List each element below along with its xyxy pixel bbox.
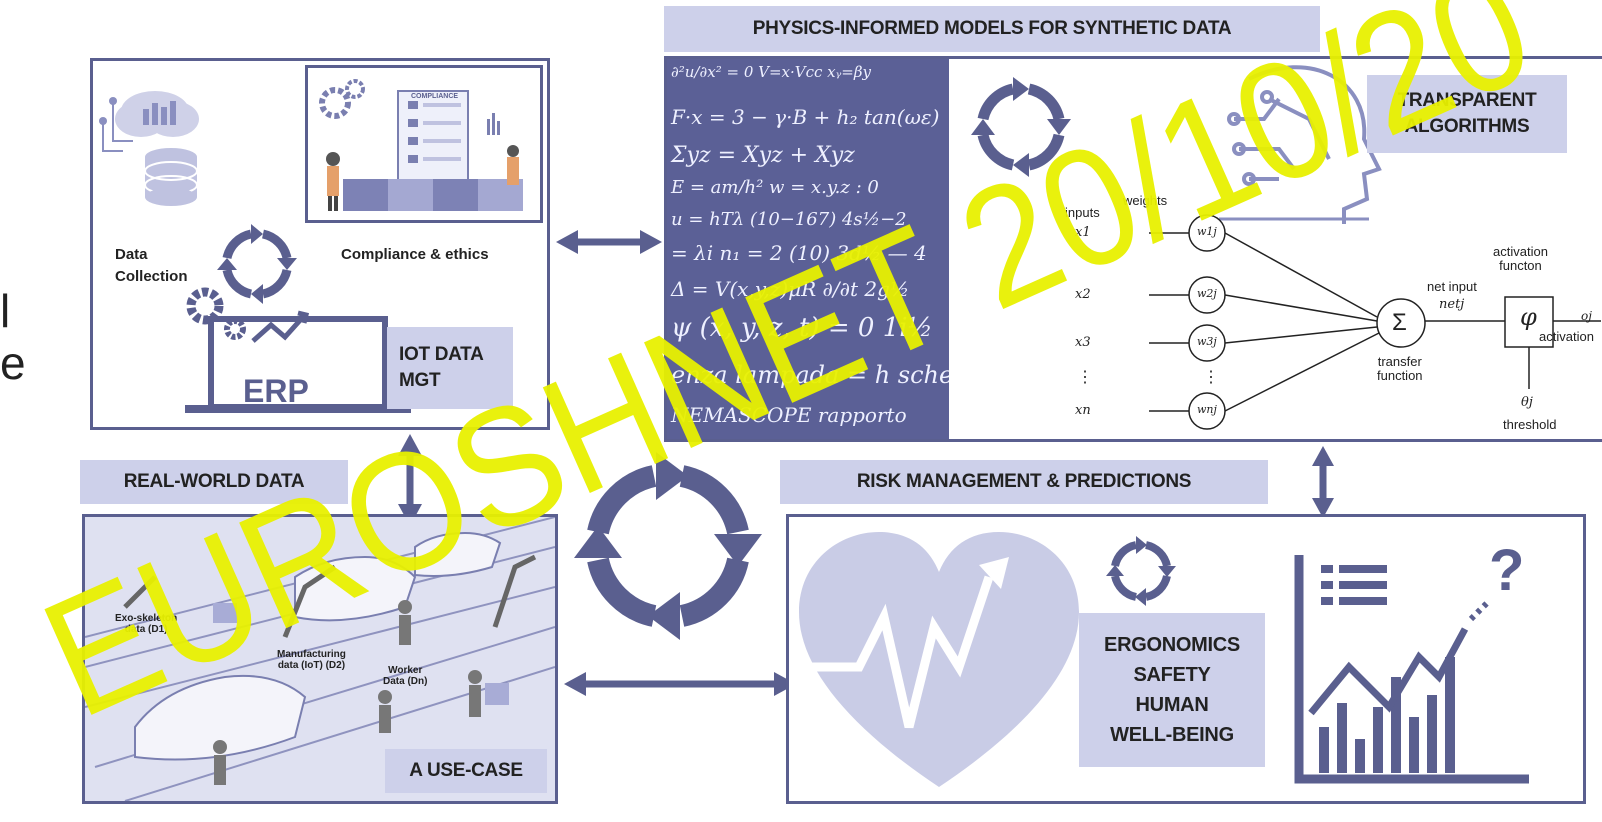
- equations-chalkboard: ∂²u/∂x² = 0 V=x·Vcc xᵧ=βy F·x = 3 − γ·B …: [667, 59, 949, 439]
- weight-nodes: [1188, 214, 1226, 430]
- risk-illustrations: [799, 532, 1529, 787]
- iot-panel-illustrations: [99, 79, 523, 413]
- output-activation-label: activation: [1539, 329, 1594, 344]
- input-x2: x2: [1075, 287, 1091, 302]
- neural-network-diagram: [971, 65, 1601, 430]
- threshold-label: threshold: [1503, 417, 1557, 432]
- input-x3: x3: [1075, 335, 1091, 350]
- input-xn: xn: [1075, 403, 1091, 418]
- net-input-symbol: netj: [1439, 297, 1465, 312]
- physics-cycle-arrows-icon: [971, 77, 1071, 177]
- data-collection-label: Data Collection: [115, 246, 188, 285]
- ai-head-icon: [1219, 65, 1382, 224]
- left-edge-text: l e: [0, 285, 26, 389]
- threshold-symbol: θj: [1521, 395, 1533, 410]
- risk-management-header: RISK MANAGEMENT & PREDICTIONS: [780, 460, 1268, 504]
- erp-label: ERP: [243, 373, 309, 409]
- manufacturing-data-label: Manufacturing data (IoT) (D2): [277, 649, 346, 671]
- data-boxes: [213, 603, 509, 705]
- activation-function-label: activation functon: [1493, 244, 1548, 274]
- left-edge-line-1: l: [0, 285, 11, 337]
- physics-risk-arrow: [1312, 446, 1334, 518]
- sum-symbol: Σ: [1392, 309, 1407, 336]
- equation-line: u = hTλ (10−167) 4s½−2: [671, 209, 907, 230]
- transparent-algorithms-tag: TRANSPARENT ALGORITHMS: [1367, 75, 1567, 153]
- weight-wnj: wnj: [1197, 403, 1217, 416]
- car-shapes: [134, 531, 502, 761]
- iot-data-panel: COMPLIANCE Data Collection Compliance & …: [90, 58, 550, 430]
- realworld-risk-arrow: [564, 672, 796, 696]
- iot-realworld-arrow: [398, 434, 422, 526]
- weight-w2j: w2j: [1197, 287, 1217, 300]
- activation-box: [1504, 296, 1554, 348]
- equation-line: ψ (x, y, z, t) = 0 1i½: [671, 313, 933, 343]
- output-symbol: oj: [1581, 309, 1592, 323]
- exoskeleton-data-label: Exo-skeleton data (D1): [115, 613, 178, 635]
- risk-cycle-arrows-icon: [1106, 536, 1176, 606]
- activation-symbol: φ: [1520, 303, 1537, 331]
- prediction-chart-icon: [1294, 555, 1529, 784]
- question-mark: ?: [1489, 538, 1525, 603]
- inputs-label: inputs: [1065, 205, 1100, 220]
- real-world-data-header: REAL-WORLD DATA: [80, 460, 348, 504]
- left-edge-line-2: e: [0, 337, 26, 389]
- risk-management-panel: ? ERGONOMICS SAFETY HUMAN WELL-BEING: [786, 514, 1586, 804]
- equation-line: F·x = 3 − γ·B + h₂ tan(ωε): [671, 105, 940, 129]
- weights-label: weights: [1123, 193, 1168, 208]
- input-x1: x1: [1075, 225, 1091, 240]
- erp-laptop-icon: [185, 287, 411, 413]
- central-cycle-arrows-icon: [574, 452, 762, 640]
- physics-models-header: PHYSICS-INFORMED MODELS FOR SYNTHETIC DA…: [664, 6, 1320, 52]
- equation-line: Σyz = Xyz + Xyz: [671, 143, 855, 168]
- equation-line: E = am/h² w = x.y.z : 0: [671, 177, 879, 198]
- iot-physics-arrow: [556, 230, 662, 254]
- weight-ellipsis: ⋮: [1203, 369, 1219, 386]
- equation-line: enza lampada = h schema: [671, 361, 949, 389]
- compliance-doc-title: COMPLIANCE: [411, 93, 459, 100]
- weight-w3j: w3j: [1197, 335, 1217, 348]
- equation-line: ∂²u/∂x² = 0 V=x·Vcc xᵧ=βy: [671, 63, 871, 81]
- physics-models-panel: ∂²u/∂x² = 0 V=x·Vcc xᵧ=βy F·x = 3 − γ·B …: [664, 56, 1602, 442]
- cloud-data-icon: [99, 91, 199, 152]
- equation-line: Δ = V(x,y,z)μR ∂/∂t 2g½: [671, 277, 910, 301]
- neuron-connections: [1149, 232, 1601, 412]
- sum-node: [1376, 298, 1426, 348]
- use-case-tag: A USE-CASE: [385, 749, 547, 793]
- equation-line: = λi n₁ = 2 (10) 3d½ — 4: [671, 241, 927, 265]
- net-input-label: net input: [1427, 279, 1477, 294]
- robot-arms: [123, 554, 537, 638]
- iot-data-mgt-tag: IOT DATA MGT: [387, 327, 513, 409]
- real-world-panel: Exo-skeleton data (D1) Manufacturing dat…: [82, 514, 558, 804]
- weight-w1j: w1j: [1197, 225, 1217, 238]
- worker-figures: [213, 600, 482, 785]
- database-icon: [144, 148, 198, 206]
- factory-illustration: [85, 517, 555, 801]
- equation-line: NEMASCOPE rapporto: [671, 403, 907, 427]
- compliance-ethics-label: Compliance & ethics: [341, 246, 489, 263]
- iot-cycle-arrows-icon: [217, 224, 297, 304]
- compliance-illustration: [319, 79, 523, 211]
- heart-pulse-icon: [799, 532, 1079, 787]
- transfer-function-label: transfer function: [1377, 354, 1423, 384]
- worker-data-label: Worker Data (Dn): [383, 665, 428, 687]
- ergonomics-safety-tag: ERGONOMICS SAFETY HUMAN WELL-BEING: [1079, 613, 1265, 767]
- input-ellipsis: ⋮: [1077, 369, 1093, 386]
